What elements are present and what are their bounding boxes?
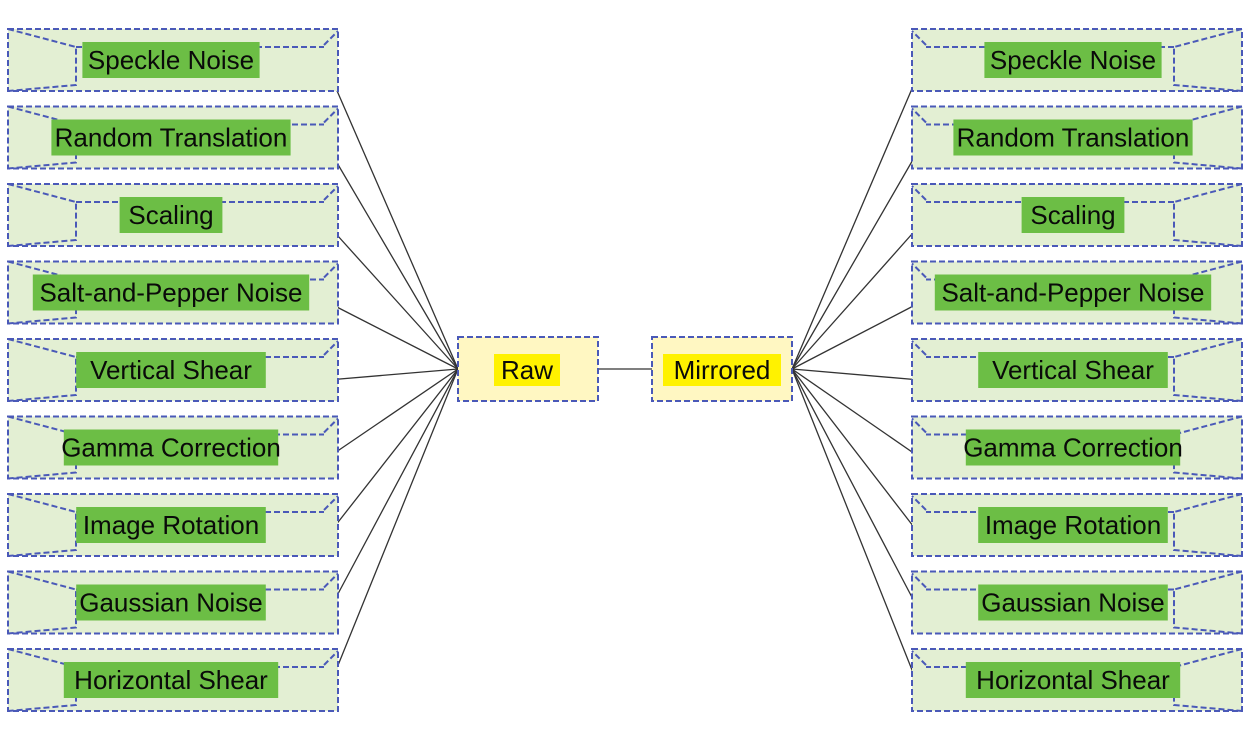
right-box-gamma-correction: Gamma Correction [911, 415, 1243, 480]
box-top-edge [911, 650, 927, 666]
left-label-gaussian-noise: Gaussian Noise [79, 588, 263, 618]
label-background [984, 42, 1162, 78]
right-label-image-rotation: Image Rotation [985, 510, 1161, 540]
right-label-gaussian-noise: Gaussian Noise [981, 588, 1165, 618]
left-connector-speckle-noise [327, 69, 459, 370]
left-connector-gaussian-noise [327, 368, 459, 613]
right-connector-gamma-correction [791, 368, 921, 459]
right-connector-image-rotation [791, 368, 921, 536]
right-connector-horizontal-shear [791, 368, 921, 691]
right-box-speckle-noise: Speckle Noise [911, 28, 1243, 92]
box-top-edge [323, 107, 339, 124]
right-label-speckle-noise: Speckle Noise [990, 45, 1156, 75]
box-top-edge [323, 572, 339, 589]
box-top-edge [911, 572, 927, 589]
left-box-gaussian-noise: Gaussian Noise [7, 570, 339, 635]
left-box-vertical-shear: Vertical Shear [7, 338, 339, 402]
box-top-edge [323, 495, 339, 511]
left-connector-horizontal-shear [327, 368, 459, 691]
right-box-vertical-shear: Vertical Shear [911, 338, 1243, 402]
left-connector-gamma-correction [327, 368, 459, 459]
right-label-random-translation: Random Translation [957, 123, 1190, 153]
left-box-speckle-noise: Speckle Noise [7, 28, 339, 92]
label-background [934, 274, 1212, 311]
left-label-random-translation: Random Translation [55, 123, 288, 153]
label-background [76, 507, 266, 543]
left-connector-random-translation [327, 147, 459, 370]
right-box-random-translation: Random Translation [911, 105, 1243, 170]
label-background [63, 429, 279, 466]
right-box-scaling: Scaling [911, 183, 1243, 247]
box-top-edge [911, 417, 927, 434]
box-top-edge [323, 340, 339, 356]
box-top-edge [323, 262, 339, 279]
left-box-horizontal-shear: Horizontal Shear [7, 648, 339, 712]
left-box-salt-and-pepper-noise: Salt-and-Pepper Noise [7, 260, 339, 325]
left-label-vertical-shear: Vertical Shear [90, 355, 252, 385]
left-box-gamma-correction: Gamma Correction [7, 415, 339, 480]
label-background [1021, 197, 1125, 233]
right-label-vertical-shear: Vertical Shear [992, 355, 1154, 385]
label-background [965, 429, 1181, 466]
right-connector-salt-and-pepper-noise [791, 301, 921, 370]
label-background [82, 42, 260, 78]
label-background [76, 584, 266, 621]
label-background [76, 352, 266, 388]
mirrored-node: Mirrored [651, 336, 793, 402]
left-box-scaling: Scaling [7, 183, 339, 247]
left-label-speckle-noise: Speckle Noise [88, 45, 254, 75]
box-top-edge [323, 650, 339, 666]
connectors [327, 69, 921, 691]
right-connector-speckle-noise [791, 69, 921, 370]
left-label-scaling: Scaling [128, 200, 213, 230]
box-top-edge [911, 340, 927, 356]
left-label-horizontal-shear: Horizontal Shear [74, 665, 268, 695]
right-label-scaling: Scaling [1030, 200, 1115, 230]
left-label-gamma-correction: Gamma Correction [61, 433, 281, 463]
right-label-gamma-correction: Gamma Correction [963, 433, 1183, 463]
raw-node: Raw [457, 336, 599, 402]
left-label-image-rotation: Image Rotation [83, 510, 259, 540]
label-background [978, 352, 1168, 388]
right-box-image-rotation: Image Rotation [911, 493, 1243, 557]
label-background [63, 662, 279, 698]
right-box-gaussian-noise: Gaussian Noise [911, 570, 1243, 635]
raw-label: Raw [501, 355, 553, 385]
label-background [978, 507, 1168, 543]
box-top-edge [911, 30, 927, 46]
left-connector-image-rotation [327, 368, 459, 536]
left-connector-vertical-shear [327, 368, 459, 381]
right-connector-gaussian-noise [791, 368, 921, 613]
right-connector-vertical-shear [791, 368, 921, 381]
left-connector-scaling [327, 224, 459, 370]
label-background [119, 197, 223, 233]
label-background [953, 119, 1193, 156]
label-background [32, 274, 310, 311]
box-top-edge [323, 30, 339, 46]
right-label-salt-and-pepper-noise: Salt-and-Pepper Noise [941, 278, 1204, 308]
box-top-edge [911, 185, 927, 201]
label-background [51, 119, 291, 156]
box-top-edge [911, 262, 927, 279]
label-background [978, 584, 1168, 621]
left-box-random-translation: Random Translation [7, 105, 339, 170]
left-box-image-rotation: Image Rotation [7, 493, 339, 557]
mirrored-label: Mirrored [674, 355, 771, 385]
right-connector-scaling [791, 224, 921, 370]
right-label-horizontal-shear: Horizontal Shear [976, 665, 1170, 695]
label-background [965, 662, 1181, 698]
right-connector-random-translation [791, 147, 921, 370]
box-top-edge [911, 495, 927, 511]
right-box-horizontal-shear: Horizontal Shear [911, 648, 1243, 712]
right-box-salt-and-pepper-noise: Salt-and-Pepper Noise [911, 260, 1243, 325]
left-label-salt-and-pepper-noise: Salt-and-Pepper Noise [39, 278, 302, 308]
box-top-edge [911, 107, 927, 124]
left-connector-salt-and-pepper-noise [327, 301, 459, 370]
box-top-edge [323, 417, 339, 434]
box-top-edge [323, 185, 339, 201]
